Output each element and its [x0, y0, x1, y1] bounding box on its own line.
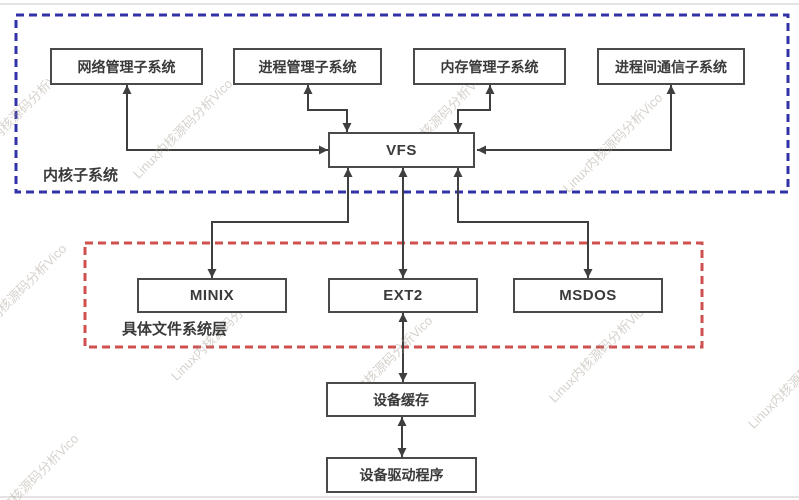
connector-vfs-msdos — [453, 168, 593, 278]
node-minix: MINIX — [137, 278, 287, 313]
node-ext2: EXT2 — [328, 278, 478, 313]
connector-memory-vfs — [453, 85, 495, 132]
connector-process-vfs — [303, 85, 352, 132]
page-bottom-divider — [0, 496, 799, 498]
connector-ipc-vfs — [477, 85, 676, 155]
node-process-subsystem: 进程管理子系统 — [233, 48, 382, 85]
node-memory-subsystem: 内存管理子系统 — [413, 48, 566, 85]
node-network-subsystem: 网络管理子系统 — [50, 48, 203, 85]
page-top-divider — [0, 3, 799, 5]
kernel-subsystem-boundary — [14, 13, 790, 194]
kernel-subsystem-label: 内核子系统 — [43, 167, 119, 184]
connector-vfs-minix — [207, 168, 353, 278]
node-ipc-subsystem: 进程间通信子系统 — [597, 48, 745, 85]
filesystem-layer-boundary — [83, 241, 704, 349]
node-device-driver: 设备驱动程序 — [326, 457, 477, 493]
node-vfs: VFS — [328, 132, 475, 168]
connector-network-vfs — [122, 85, 328, 155]
node-device-cache: 设备缓存 — [326, 382, 476, 417]
filesystem-layer-label: 具体文件系统层 — [122, 321, 228, 338]
node-msdos: MSDOS — [513, 278, 663, 313]
